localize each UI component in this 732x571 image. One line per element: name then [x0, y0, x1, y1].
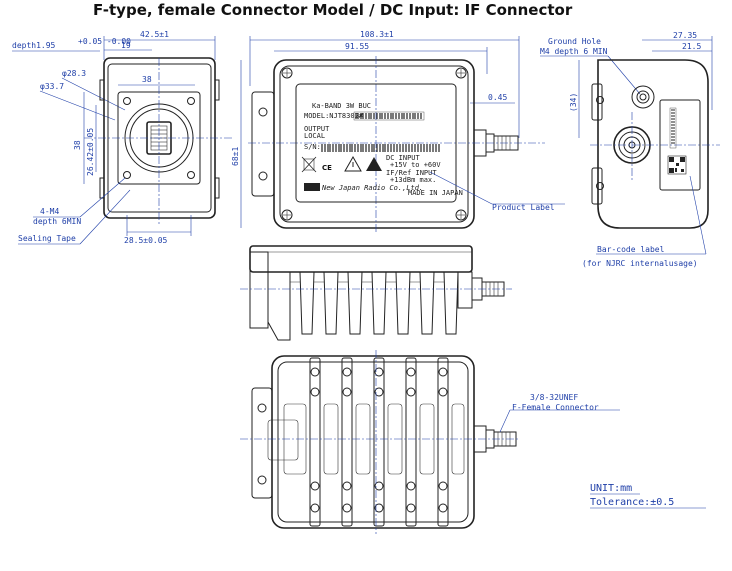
dim-front-38h: 38	[142, 75, 152, 84]
barcode-strip	[353, 111, 425, 121]
side-view: Ground Hole M4 depth 6 MIN 27.35 21.5 (3…	[540, 31, 720, 268]
label-line-4: LOCAL	[304, 132, 325, 140]
dim-depth-tolerance: +0.05 -0.00	[78, 37, 131, 46]
top-view: 108.3±1 91.55 68±1 0.45	[231, 30, 565, 232]
connector-spec: 3/8-32UNEF	[530, 393, 578, 402]
label-line-3: OUTPUT	[304, 125, 330, 133]
ground-hole-depth: M4 depth 6 MIN	[540, 47, 608, 56]
connector-type: F-Female Connector	[512, 403, 599, 412]
unit-label: UNIT:mm	[590, 483, 632, 494]
tolerance-label: Tolerance:±0.5	[590, 497, 674, 508]
product-label-plate	[295, 83, 457, 203]
dim-top-length: 108.3±1	[360, 30, 394, 39]
warning-icon	[344, 155, 362, 172]
serial-barcode	[321, 144, 440, 152]
high-voltage-icon	[366, 157, 382, 171]
barcode-label-note: (for NJRC internalusage)	[582, 259, 698, 268]
company-logo: New Japan Radio Co.,Ltd.	[304, 183, 423, 192]
m4-label: 4-M4	[40, 207, 59, 216]
if-level-label: +13dBm max.	[390, 176, 436, 184]
dim-dia-283: φ28.3	[62, 69, 86, 78]
if-input-label: IF/Ref INPUT	[386, 169, 437, 177]
dim-depth-195: depth1.95	[12, 41, 56, 50]
label-line-2: MODEL:NJT8302#	[304, 112, 364, 120]
dim-top-9155: 91.55	[345, 42, 369, 51]
maker-name: New Japan Radio Co.,Ltd.	[321, 184, 423, 192]
side-profile-view	[240, 245, 512, 341]
barcode-label-callout: Bar-code label	[597, 245, 665, 254]
dim-front-38v: 38	[73, 140, 82, 150]
product-label-callout: Product Label	[492, 203, 555, 212]
units-note: UNIT:mm Tolerance:±0.5	[590, 483, 706, 509]
ce-mark-icon: CE	[322, 164, 332, 172]
page-title: F-type, female Connector Model / DC Inpu…	[93, 1, 573, 19]
bottom-view: 3/8-32UNEF F-Female Connector	[240, 350, 620, 534]
label-line-1: Ka-BAND 3W BUC	[312, 102, 371, 110]
dim-dia-337: φ33.7	[40, 82, 64, 91]
dim-front-width: 42.5±1	[140, 30, 169, 39]
dim-front-2642: 26.42±0.05	[86, 128, 95, 176]
label-line-5: S/N:	[304, 143, 321, 151]
qr-code-icon	[667, 155, 687, 175]
dim-front-19: 19	[121, 41, 131, 50]
dim-top-68: 68±1	[231, 147, 240, 166]
sealing-tape-label: Sealing Tape	[18, 234, 76, 243]
m4-depth: depth 6MIN	[33, 217, 81, 226]
dim-top-045: 0.45	[488, 93, 507, 102]
dim-side-215: 21.5	[682, 42, 701, 51]
dc-input-label: DC INPUT	[386, 154, 421, 162]
front-view: 42.5±1 19 depth1.95 +0.05 -0.00 φ28.3 φ3…	[12, 30, 232, 245]
dim-side-2735: 27.35	[673, 31, 697, 40]
made-in-label: MADE IN JAPAN	[408, 189, 463, 197]
weee-icon	[301, 156, 317, 173]
dim-front-285: 28.5±0.05	[124, 236, 168, 245]
ground-hole-label: Ground Hole	[548, 37, 601, 46]
dc-range-label: +15V to +60V	[390, 161, 441, 169]
dim-side-34: (34)	[569, 93, 578, 112]
